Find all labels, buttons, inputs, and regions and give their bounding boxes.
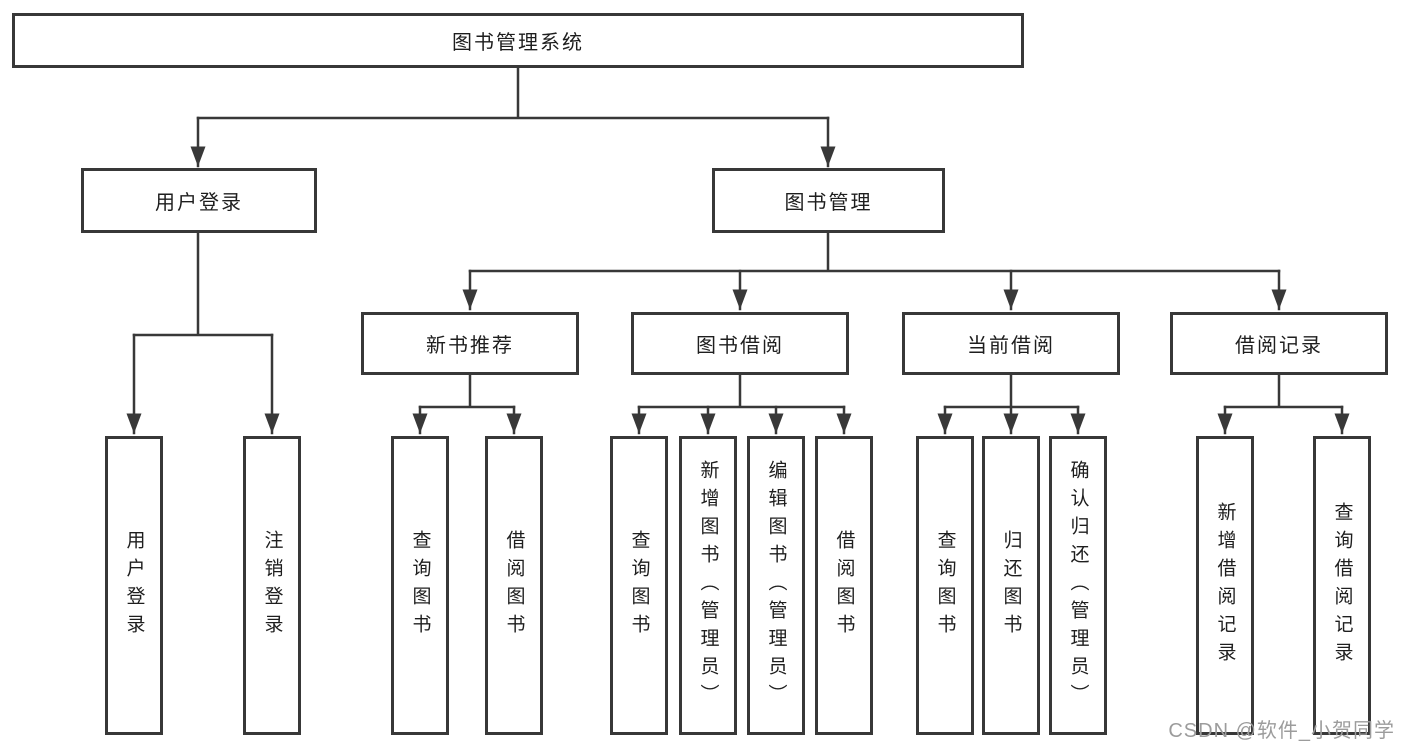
node-root-label: 图书管理系统 (452, 32, 584, 54)
leaf-recommend-borrow-books: 借阅图书 (485, 436, 543, 735)
node-root: 图书管理系统 (12, 13, 1024, 68)
leaf-logout: 注销登录 (243, 436, 301, 735)
node-user-login-group: 用户登录 (81, 168, 317, 233)
leaf-current-confirm-return-admin-label: 确认归还（管理员） (1067, 459, 1089, 712)
connector-borrow-trunk (637, 373, 846, 409)
leaf-recommend-borrow-books-label: 借阅图书 (503, 529, 525, 642)
leaf-user-login: 用户登录 (105, 436, 163, 735)
leaf-recommend-query-books-label: 查询图书 (409, 529, 431, 642)
connector-user-trunk (132, 231, 274, 337)
node-book-borrow-label: 图书借阅 (696, 335, 784, 357)
leaf-current-return-books-label: 归还图书 (1000, 529, 1022, 642)
node-book-management-label: 图书管理 (784, 192, 873, 214)
leaf-borrow-borrow-books: 借阅图书 (815, 436, 873, 735)
leaf-borrow-edit-books-admin-label: 编辑图书（管理员） (765, 459, 787, 712)
leaf-current-confirm-return-admin: 确认归还（管理员） (1049, 436, 1107, 735)
leaf-records-query-record-label: 查询借阅记录 (1331, 501, 1353, 670)
leaf-borrow-edit-books-admin: 编辑图书（管理员） (747, 436, 805, 735)
node-borrow-records-label: 借阅记录 (1235, 335, 1323, 357)
leaf-records-add-record-label: 新增借阅记录 (1214, 501, 1236, 670)
node-borrow-records: 借阅记录 (1170, 312, 1388, 375)
node-user-login-label: 用户登录 (155, 192, 243, 214)
leaf-logout-label: 注销登录 (261, 529, 283, 642)
leaf-borrow-add-books-admin-label: 新增图书（管理员） (697, 459, 719, 712)
connector-root-trunk (196, 66, 830, 120)
node-new-book-recommend-label: 新书推荐 (426, 335, 514, 357)
connector-recommend-trunk (418, 373, 516, 409)
leaf-borrow-query-books-label: 查询图书 (628, 529, 650, 642)
node-book-borrow: 图书借阅 (631, 312, 849, 375)
leaf-borrow-add-books-admin: 新增图书（管理员） (679, 436, 737, 735)
node-current-borrow: 当前借阅 (902, 312, 1120, 375)
node-new-book-recommend: 新书推荐 (361, 312, 579, 375)
connector-book-trunk (468, 231, 1281, 273)
watermark: CSDN @软件_小贺同学 (1168, 720, 1395, 742)
leaf-records-add-record: 新增借阅记录 (1196, 436, 1254, 735)
connector-current-trunk (943, 373, 1080, 409)
leaf-borrow-query-books: 查询图书 (610, 436, 668, 735)
node-book-management: 图书管理 (712, 168, 945, 233)
leaf-current-query-books: 查询图书 (916, 436, 974, 735)
connector-records-trunk (1223, 373, 1344, 409)
leaf-current-return-books: 归还图书 (982, 436, 1040, 735)
leaf-user-login-label: 用户登录 (123, 529, 145, 642)
leaf-records-query-record: 查询借阅记录 (1313, 436, 1371, 735)
leaf-recommend-query-books: 查询图书 (391, 436, 449, 735)
leaf-borrow-borrow-books-label: 借阅图书 (833, 529, 855, 642)
node-current-borrow-label: 当前借阅 (967, 335, 1055, 357)
leaf-current-query-books-label: 查询图书 (934, 529, 956, 642)
